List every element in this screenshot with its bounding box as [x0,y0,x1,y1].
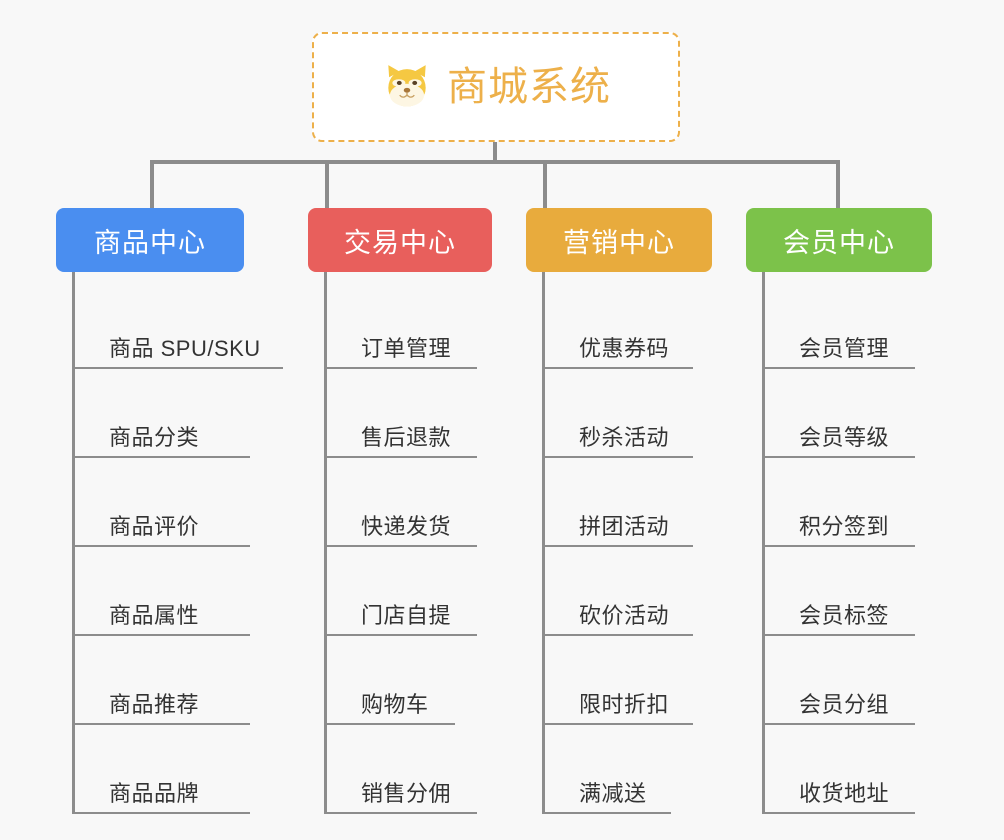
connector-drop-member-center [836,160,840,210]
leaf-label: 商品评价 [109,513,200,539]
leaf-label: 会员等级 [799,424,890,450]
leaf-item[interactable]: 商品属性 [75,547,250,636]
leaf-item[interactable]: 商品分类 [75,369,250,458]
category-header-marketing-center[interactable]: 营销中心 [526,208,712,272]
leaf-label: 收货地址 [799,780,890,806]
category-title: 商品中心 [94,227,206,258]
leaf-item[interactable]: 砍价活动 [545,547,693,636]
root-node[interactable]: 商城系统 [312,32,680,142]
leaf-item[interactable]: 快递发货 [327,458,477,547]
leaf-item[interactable]: 会员分组 [765,636,915,725]
leaf-label: 限时折扣 [579,691,670,717]
leaf-item[interactable]: 商品推荐 [75,636,250,725]
branch-product-center: 商品 SPU/SKU 商品分类 商品评价 商品属性 商品推荐 商品品牌 [72,272,283,814]
root-title: 商城系统 [447,65,611,109]
leaf-label: 砍价活动 [579,602,670,628]
leaf-label: 会员管理 [799,335,890,361]
leaf-item[interactable]: 收货地址 [765,725,915,814]
leaf-item[interactable]: 满减送 [545,725,671,814]
category-header-product-center[interactable]: 商品中心 [56,208,244,272]
branch-trade-center: 订单管理 售后退款 快递发货 门店自提 购物车 销售分佣 [324,272,492,814]
category-header-trade-center[interactable]: 交易中心 [308,208,492,272]
leaf-label: 积分签到 [799,513,890,539]
leaf-item[interactable]: 会员管理 [765,280,915,369]
leaf-item[interactable]: 优惠券码 [545,280,693,369]
leaf-label: 商品 SPU/SKU [109,335,261,361]
column-marketing-center: 营销中心 优惠券码 秒杀活动 拼团活动 砍价活动 限时折扣 满减送 [526,208,712,814]
leaf-label: 购物车 [361,691,429,717]
leaf-label: 优惠券码 [579,335,670,361]
leaf-item[interactable]: 购物车 [327,636,455,725]
leaf-label: 满减送 [579,780,647,806]
leaf-label: 商品属性 [109,602,200,628]
leaf-item[interactable]: 会员等级 [765,369,915,458]
branch-member-center: 会员管理 会员等级 积分签到 会员标签 会员分组 收货地址 [762,272,932,814]
leaf-item[interactable]: 售后退款 [327,369,477,458]
leaf-label: 商品分类 [109,424,200,450]
leaf-label: 售后退款 [361,424,452,450]
category-title: 会员中心 [783,227,895,258]
leaf-item[interactable]: 门店自提 [327,547,477,636]
leaf-label: 快递发货 [361,513,452,539]
column-member-center: 会员中心 会员管理 会员等级 积分签到 会员标签 会员分组 收货地址 [746,208,932,814]
leaf-label: 拼团活动 [579,513,670,539]
connector-drop-product-center [150,160,154,210]
leaf-label: 门店自提 [361,602,452,628]
leaf-label: 商品品牌 [109,780,200,806]
leaf-item[interactable]: 秒杀活动 [545,369,693,458]
connector-horizontal-bar [150,160,840,164]
category-title: 营销中心 [563,227,675,258]
column-trade-center: 交易中心 订单管理 售后退款 快递发货 门店自提 购物车 销售分佣 [308,208,492,814]
leaf-item[interactable]: 限时折扣 [545,636,693,725]
leaf-label: 商品推荐 [109,691,200,717]
leaf-item[interactable]: 销售分佣 [327,725,477,814]
connector-drop-marketing-center [543,160,547,210]
leaf-item[interactable]: 积分签到 [765,458,915,547]
connector-root-stem [493,142,497,164]
leaf-item[interactable]: 拼团活动 [545,458,693,547]
leaf-item[interactable]: 商品 SPU/SKU [75,280,283,369]
leaf-label: 销售分佣 [361,780,452,806]
category-header-member-center[interactable]: 会员中心 [746,208,932,272]
shiba-dog-face-icon [381,61,433,113]
connector-drop-trade-center [325,160,329,210]
category-title: 交易中心 [344,227,456,258]
branch-marketing-center: 优惠券码 秒杀活动 拼团活动 砍价活动 限时折扣 满减送 [542,272,712,814]
leaf-label: 订单管理 [361,335,452,361]
leaf-label: 会员标签 [799,602,890,628]
column-product-center: 商品中心 商品 SPU/SKU 商品分类 商品评价 商品属性 商品推荐 商品品牌 [56,208,283,814]
leaf-label: 会员分组 [799,691,890,717]
leaf-label: 秒杀活动 [579,424,670,450]
leaf-item[interactable]: 会员标签 [765,547,915,636]
leaf-item[interactable]: 订单管理 [327,280,477,369]
leaf-item[interactable]: 商品评价 [75,458,250,547]
leaf-item[interactable]: 商品品牌 [75,725,250,814]
